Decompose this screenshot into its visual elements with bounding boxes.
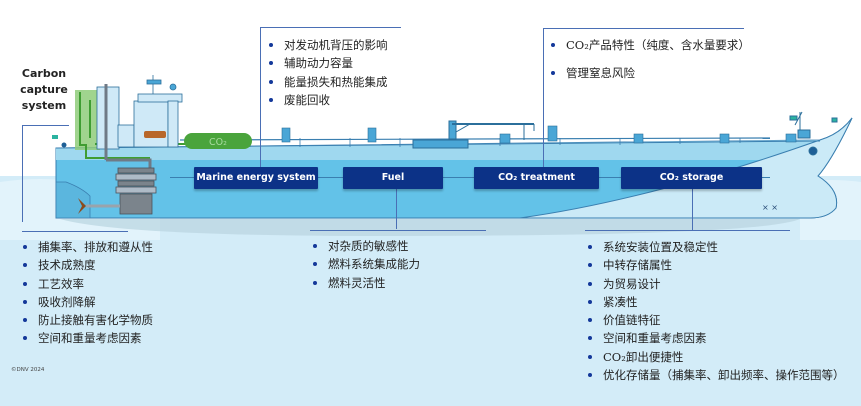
list-item: 吸收剂降解 [20,293,153,311]
deck-fittings [281,125,797,144]
list-item: 空间和重量考虑因素 [20,329,153,347]
stern-flag [52,135,58,139]
list-item: 燃料系统集成能力 [310,255,420,273]
fuel-leader [396,189,397,229]
co2-storage-leader [692,189,693,230]
marine-energy-connector [260,27,261,167]
ccs-frame [22,125,69,222]
ccs-frame-bottom [22,231,128,232]
engine [115,167,157,215]
co2-storage-label: CO₂ storage [621,167,762,189]
fuel-points: 对杂质的敏感性 燃料系统集成能力 燃料灵活性 [310,237,420,292]
bow-marks: × × [762,203,778,212]
list-item: 为贸易设计 [585,275,845,293]
list-item: 能量损失和热能集成 [266,73,388,91]
co2-storage-frame-bottom [585,230,790,231]
green-capture-unit [75,90,100,150]
label-connector-line [170,177,770,178]
list-item: 捕集率、排放和遵从性 [20,238,153,256]
marine-energy-system-label: Marine energy system [194,167,318,189]
hull-shadow [60,219,800,236]
marine-energy-points: 对发动机背压的影响 辅助动力容量 能量损失和热能集成 废能回收 [266,36,388,109]
list-item: 防止接触有害化学物质 [20,311,153,329]
list-item: 系统安装位置及稳定性 [585,238,845,256]
list-item: CO₂产品特性（纯度、含水量要求） [548,36,750,64]
list-item: 中转存储属性 [585,256,845,274]
list-item: 燃料灵活性 [310,274,420,292]
lifeboat [144,131,166,138]
list-item: 空间和重量考虑因素 [585,329,845,347]
fuel-label: Fuel [343,167,443,189]
co2-treatment-points: CO₂产品特性（纯度、含水量要求） 管理窒息风险 [548,36,750,82]
list-item: CO₂卸出便捷性 [585,348,845,366]
hull-upper-band [56,118,852,160]
carbon-capture-title: Carbon capture system [20,67,68,112]
co2-tank-label: CO₂ [209,137,227,148]
list-item: 技术成熟度 [20,256,153,274]
funnel [96,86,135,150]
bridge [133,75,183,148]
co2-treatment-label: CO₂ treatment [474,167,599,189]
deck-rail [179,137,771,141]
copyright: ©DNV 2024 [11,367,45,373]
list-item: 价值链特征 [585,311,845,329]
list-item: 管理窒息风险 [548,64,750,82]
bow-mast [789,111,838,156]
list-item: 工艺效率 [20,275,153,293]
list-item: 对发动机背压的影响 [266,36,388,54]
list-item: 紧凑性 [585,293,845,311]
list-item: 优化存储量（捕集率、卸出频率、操作范围等） [585,366,845,384]
co2-storage-points: 系统安装位置及稳定性 中转存储属性 为贸易设计 紧凑性 价值链特征 空间和重量考… [585,238,845,384]
co2-treatment-frame [543,28,744,168]
list-item: 辅助动力容量 [266,54,388,72]
propeller-icon [78,198,86,214]
crane [412,120,535,149]
exhaust-duct [106,158,152,168]
carbon-capture-points: 捕集率、排放和遵从性 技术成熟度 工艺效率 吸收剂降解 防止接触有害化学物质 空… [20,238,153,348]
fuel-frame-bottom [310,230,486,231]
co2-tank [184,133,252,149]
list-item: 废能回收 [266,91,388,109]
list-item: 对杂质的敏感性 [310,237,420,255]
